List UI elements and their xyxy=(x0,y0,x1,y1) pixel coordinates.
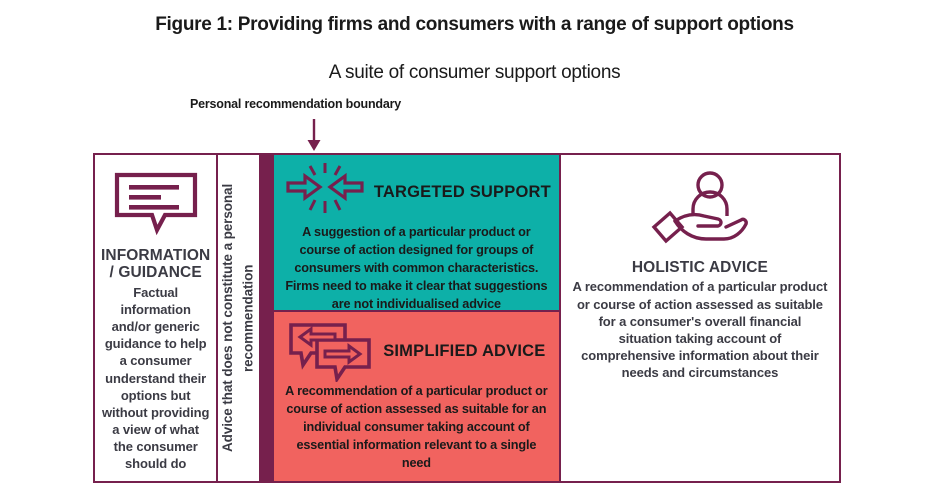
panel-information-guidance: INFORMATION / GUIDANCE Factual informati… xyxy=(95,155,219,481)
panel-holistic-advice: HOLISTIC ADVICE A recommendation of a pa… xyxy=(561,155,839,481)
panel-targeted-support: TARGETED SUPPORT A suggestion of a parti… xyxy=(273,155,559,312)
targeted-support-body: A suggestion of a particular product or … xyxy=(285,225,548,312)
speech-bubble-lines-icon xyxy=(113,171,199,237)
holistic-advice-heading: HOLISTIC ADVICE xyxy=(631,259,769,276)
information-guidance-heading: INFORMATION / GUIDANCE xyxy=(101,247,211,282)
information-guidance-body: Factual information and/or generic guida… xyxy=(101,284,210,472)
hand-holding-person-icon xyxy=(648,169,752,253)
two-speech-bubbles-exchange-icon xyxy=(287,320,377,382)
down-arrow-icon xyxy=(300,118,328,152)
targeted-support-heading: TARGETED SUPPORT xyxy=(373,182,551,201)
simplified-advice-heading: SIMPLIFIED ADVICE xyxy=(383,341,546,360)
converging-arrows-icon xyxy=(282,161,368,223)
vertical-divider-text: Advice that does not constitute a person… xyxy=(220,183,256,453)
panel-stack-targeted-simplified: TARGETED SUPPORT A suggestion of a parti… xyxy=(273,155,561,481)
panel-simplified-advice: SIMPLIFIED ADVICE A recommendation of a … xyxy=(273,310,559,481)
panel-advice-boundary-note: Advice that does not constitute a person… xyxy=(218,155,261,481)
support-options-diagram: INFORMATION / GUIDANCE Factual informati… xyxy=(93,153,841,483)
personal-recommendation-boundary-label: Personal recommendation boundary xyxy=(190,97,402,111)
simplified-advice-body: A recommendation of a particular product… xyxy=(285,384,548,471)
page-title: Figure 1: Providing firms and consumers … xyxy=(155,14,794,35)
figure-subtitle: A suite of consumer support options xyxy=(328,62,621,83)
holistic-advice-body: A recommendation of a particular product… xyxy=(572,279,828,381)
personal-recommendation-boundary-bar xyxy=(260,155,274,481)
